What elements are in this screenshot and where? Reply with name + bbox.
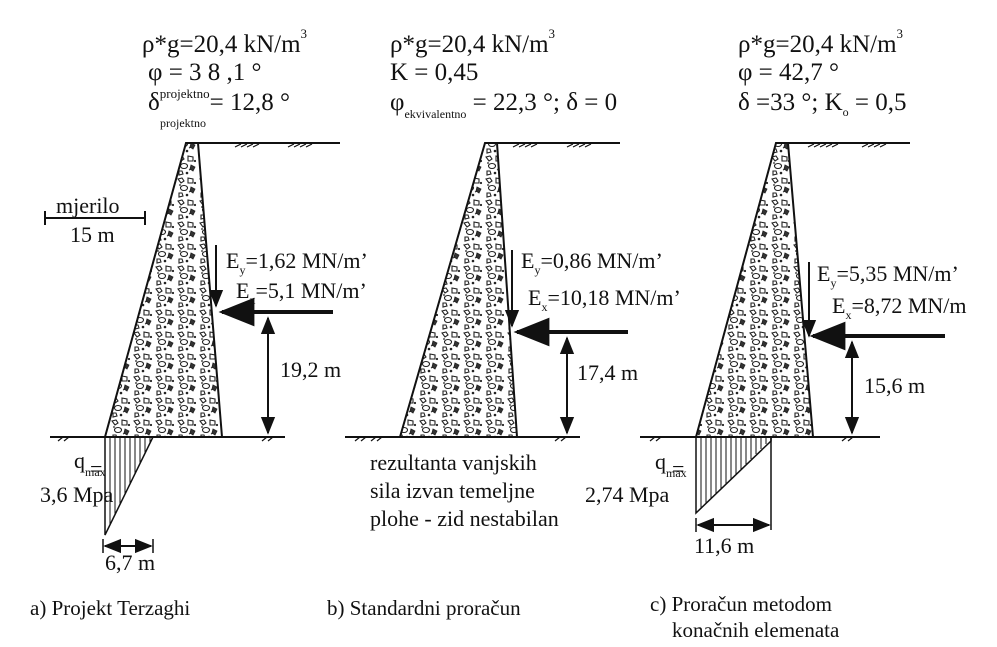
panel-c-top-hatch <box>807 143 887 148</box>
panel-b-height-label: 17,4 m <box>577 360 638 385</box>
panel-c-base-hatch <box>649 436 854 442</box>
panel-a-stress-hatch <box>109 437 151 525</box>
panel-c-density: ρ*g=20,4 kN/m3 <box>738 26 903 58</box>
panel-b-note-line-3: plohe - zid nestabilan <box>370 506 559 531</box>
panel-a-qmax-eq: = <box>90 456 102 481</box>
panel-a-caption: a) Projekt Terzaghi <box>30 596 190 620</box>
panel-a-delta-sub: projektno <box>160 116 206 130</box>
panel-b-note-line-1: rezultanta vanjskih <box>370 450 537 475</box>
scale-bar-length: 15 m <box>70 222 115 247</box>
scale-bar-label: mjerilo <box>56 193 120 218</box>
panel-c-height-label: 15,6 m <box>864 373 925 398</box>
panel-a-density: ρ*g=20,4 kN/m3 <box>142 26 307 58</box>
panel-c-ex-label: Ex=8,72 MN/m <box>832 293 967 322</box>
panel-c-stress-hatch <box>700 437 767 509</box>
panel-a-height-label: 19,2 m <box>280 357 341 382</box>
panel-b-wall <box>398 142 519 438</box>
panel-b-top-hatch <box>512 143 592 148</box>
panel-b-base-hatch <box>354 436 567 442</box>
panel-a-qmax-value: 3,6 Mpa <box>40 482 114 507</box>
panel-c: ρ*g=20,4 kN/m3 φ = 42,7 ° δ =33 °; Ko = … <box>585 26 967 642</box>
panel-a-top-hatch <box>234 143 313 148</box>
panel-c-qmax-value: 2,74 Mpa <box>585 482 670 507</box>
panel-a-qmax-label: qmax <box>74 448 106 479</box>
panel-c-caption-line-2: konačnih elemenata <box>672 618 840 642</box>
panel-c-delta: δ =33 °; Ko = 0,5 <box>738 89 907 119</box>
panel-b-ey-label: Ey=0,86 MN/m’ <box>521 248 663 277</box>
panel-a-delta: δprojektno= 12,8 ° <box>148 86 290 116</box>
panel-a-base-hatch <box>57 436 274 442</box>
panel-c-caption-line-1: c) Proračun metodom <box>650 592 832 616</box>
panel-b-density: ρ*g=20,4 kN/m3 <box>390 26 555 58</box>
panel-a-ey-label: Ey=1,62 MN/m’ <box>226 248 368 277</box>
panel-a-width-label: 6,7 m <box>105 550 155 575</box>
panel-c-wall <box>694 142 815 438</box>
panel-a-stress-diagram <box>104 436 155 536</box>
panel-c-ey-label: Ey=5,35 MN/m’ <box>817 261 959 290</box>
panel-c-qmax-eq: = <box>672 456 684 481</box>
panel-b-caption: b) Standardni proračun <box>327 596 521 620</box>
panel-b: ρ*g=20,4 kN/m3 K = 0,45 φekvivalentno = … <box>327 26 681 620</box>
panel-a-wall <box>103 142 224 438</box>
panel-b-k: K = 0,45 <box>390 59 478 86</box>
panel-a-phi: φ = 3 8 ,1 ° <box>148 59 262 86</box>
panel-b-note-line-2: sila izvan temeljne <box>370 478 535 503</box>
panel-a: ρ*g=20,4 kN/m3 φ = 3 8 ,1 ° δprojektno= … <box>30 26 368 620</box>
panel-c-qmax-label: qmax <box>655 449 687 480</box>
panel-b-ex-label: Ex=10,18 MN/m’ <box>528 285 681 314</box>
panel-c-phi: φ = 42,7 ° <box>738 59 839 86</box>
panel-c-stress-diagram <box>695 436 772 515</box>
panel-b-phi: φekvivalentno = 22,3 °; δ = 0 <box>390 89 617 121</box>
panel-c-width-label: 11,6 m <box>694 533 754 558</box>
panel-a-ex-label: Ex=5,1 MN/m’ <box>236 278 367 307</box>
